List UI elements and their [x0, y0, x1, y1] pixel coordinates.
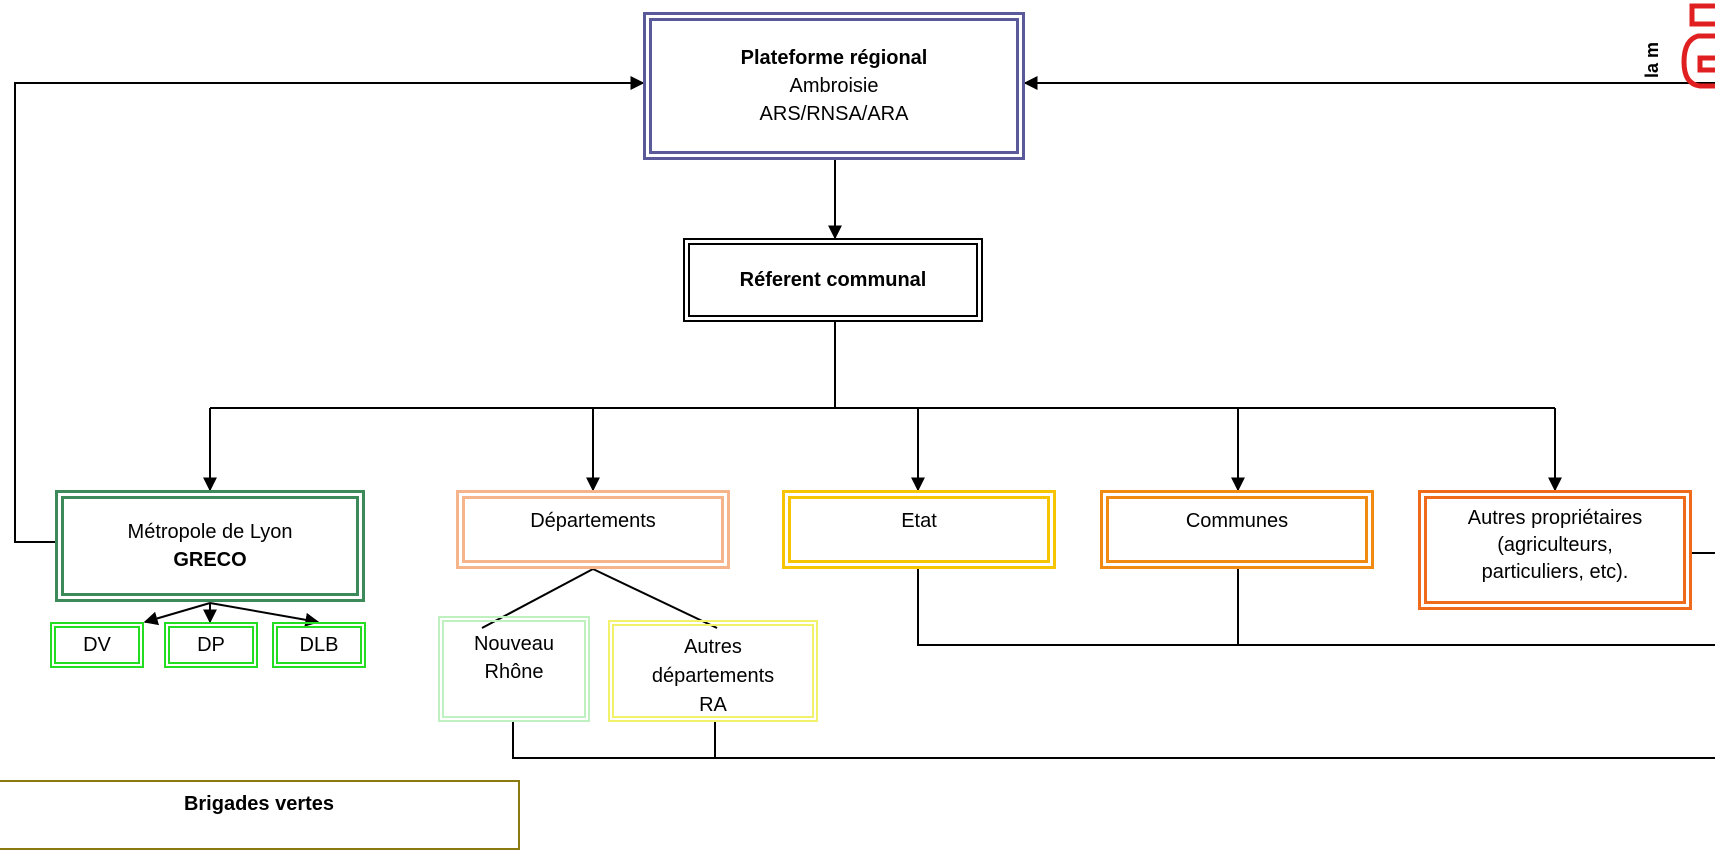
- nouveau-rhone-line2: Rhône: [484, 661, 544, 683]
- nouveau-rhone-box: Nouveau Rhône: [438, 616, 590, 722]
- sub-dp-box: DP: [164, 622, 258, 668]
- nouveau-rhone-line1: Nouveau: [473, 633, 555, 655]
- referent-box: Réferent communal: [683, 238, 983, 322]
- brigades-title: Brigades vertes: [183, 793, 335, 815]
- sub-dlb-label: DLB: [299, 634, 339, 656]
- metropole-line1: Métropole de Lyon: [127, 521, 293, 543]
- departements-label: Départements: [530, 510, 656, 532]
- referent-title: Réferent communal: [739, 269, 927, 291]
- autres-proprietaires-line2: (agriculteurs,: [1497, 534, 1613, 556]
- autres-departements-line1: Autres: [684, 636, 742, 658]
- sub-dp-label: DP: [197, 634, 225, 656]
- autres-departements-line2: départements: [651, 665, 775, 687]
- split-autres-departements: [592, 568, 718, 629]
- brand-logo: la m: [1640, 0, 1715, 90]
- autres-proprietaires-line1: Autres propriétaires: [1467, 507, 1643, 529]
- autres-proprietaires-line3: particuliers, etc).: [1481, 561, 1629, 583]
- etat-box: Etat: [782, 490, 1056, 569]
- communes-box: Communes: [1100, 490, 1374, 569]
- autres-departements-line3: RA: [699, 694, 727, 716]
- etat-communes-link: [917, 569, 1715, 646]
- communes-label: Communes: [1185, 510, 1289, 532]
- arrow-dv: [143, 602, 211, 626]
- departments-bottom-link: [512, 722, 1715, 759]
- metropole-box: Métropole de Lyon GRECO: [55, 490, 365, 602]
- platform-line3: ARS/RNSA/ARA: [759, 103, 909, 125]
- autres-departements-box: Autres départements RA: [608, 620, 818, 722]
- metropole-line2: GRECO: [173, 549, 247, 571]
- brand-logo-mark: la m: [1642, 3, 1715, 89]
- departements-box: Départements: [456, 490, 730, 569]
- sub-dv-box: DV: [50, 622, 144, 668]
- platform-title: Plateforme régional: [740, 47, 928, 69]
- arrow-dlb: [209, 602, 320, 627]
- platform-box: Plateforme régional Ambroisie ARS/RNSA/A…: [643, 12, 1025, 160]
- sub-dv-label: DV: [83, 634, 111, 656]
- feedback-metropole-platform: [14, 76, 645, 543]
- brand-text: la m: [1642, 42, 1662, 78]
- autres-proprietaires-box: Autres propriétaires (agriculteurs, part…: [1418, 490, 1692, 610]
- sub-dlb-box: DLB: [272, 622, 366, 668]
- etat-label: Etat: [901, 510, 937, 532]
- platform-line2: Ambroisie: [789, 75, 879, 97]
